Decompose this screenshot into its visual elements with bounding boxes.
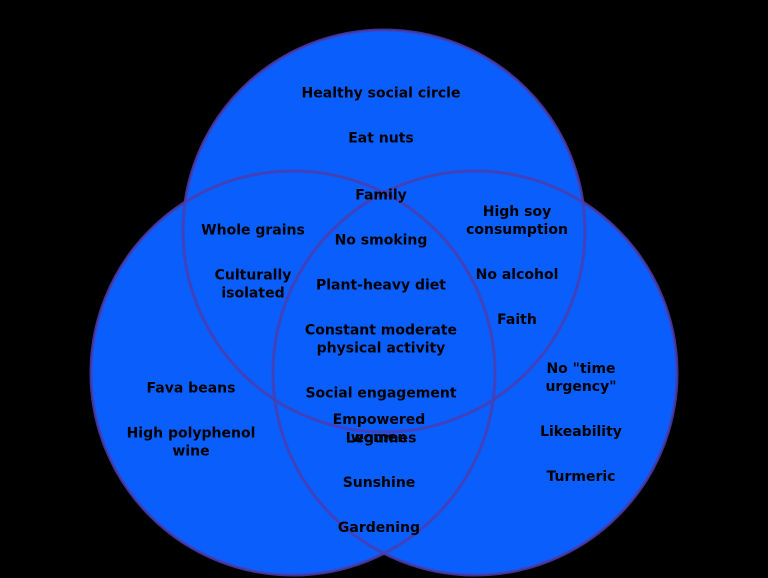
venn-region-bottom-overlap: Empowered women Sunshine Gardening bbox=[333, 393, 426, 555]
venn-region-right-circle: No "time urgency" Likeability Turmeric bbox=[540, 342, 622, 504]
venn-circle-right-outline bbox=[271, 169, 679, 577]
item-eat-nuts: Eat nuts bbox=[348, 130, 414, 147]
item-no-smoking: No smoking bbox=[334, 232, 428, 249]
item-likeability: Likeability bbox=[540, 424, 622, 440]
item-fava-beans: Fava beans bbox=[146, 380, 236, 397]
item-gardening: Gardening bbox=[337, 520, 421, 536]
venn-region-top-left-overlap: Whole grains Culturally isolated bbox=[201, 204, 305, 321]
item-plant-heavy-diet: Plant-heavy diet bbox=[315, 277, 447, 294]
item-turmeric: Turmeric bbox=[546, 469, 616, 485]
item-social-engagement: Social engagement bbox=[305, 385, 457, 402]
item-empowered-women: Empowered women bbox=[332, 412, 426, 446]
item-healthy-social-circle: Healthy social circle bbox=[301, 85, 461, 102]
venn-region-left-circle: Fava beans High polyphenol wine bbox=[127, 362, 256, 479]
venn-circle-left-outline bbox=[89, 169, 497, 577]
item-high-soy-consumption: High soy consumption bbox=[466, 204, 568, 238]
venn-circle-right-fill bbox=[273, 171, 677, 575]
venn-region-top-circle: Healthy social circle Eat nuts bbox=[302, 67, 461, 166]
item-legumes: Legumes bbox=[345, 430, 417, 447]
item-family: Family bbox=[355, 187, 407, 204]
item-culturally-isolated: Culturally isolated bbox=[214, 267, 292, 302]
item-sunshine: Sunshine bbox=[342, 475, 416, 491]
venn-circle-top-outline bbox=[181, 28, 587, 434]
item-no-time-urgency: No "time urgency" bbox=[545, 361, 617, 395]
item-constant-moderate-physical-activity: Constant moderate physical activity bbox=[304, 322, 458, 357]
item-whole-grains: Whole grains bbox=[201, 222, 305, 239]
venn-region-center-overlap: Family No smoking Plant-heavy diet Const… bbox=[305, 169, 457, 466]
item-no-alcohol: No alcohol bbox=[475, 267, 559, 283]
item-faith: Faith bbox=[497, 312, 537, 328]
item-high-polyphenol-wine: High polyphenol wine bbox=[126, 425, 256, 460]
venn-region-top-right-overlap: High soy consumption No alcohol Faith bbox=[466, 185, 568, 347]
